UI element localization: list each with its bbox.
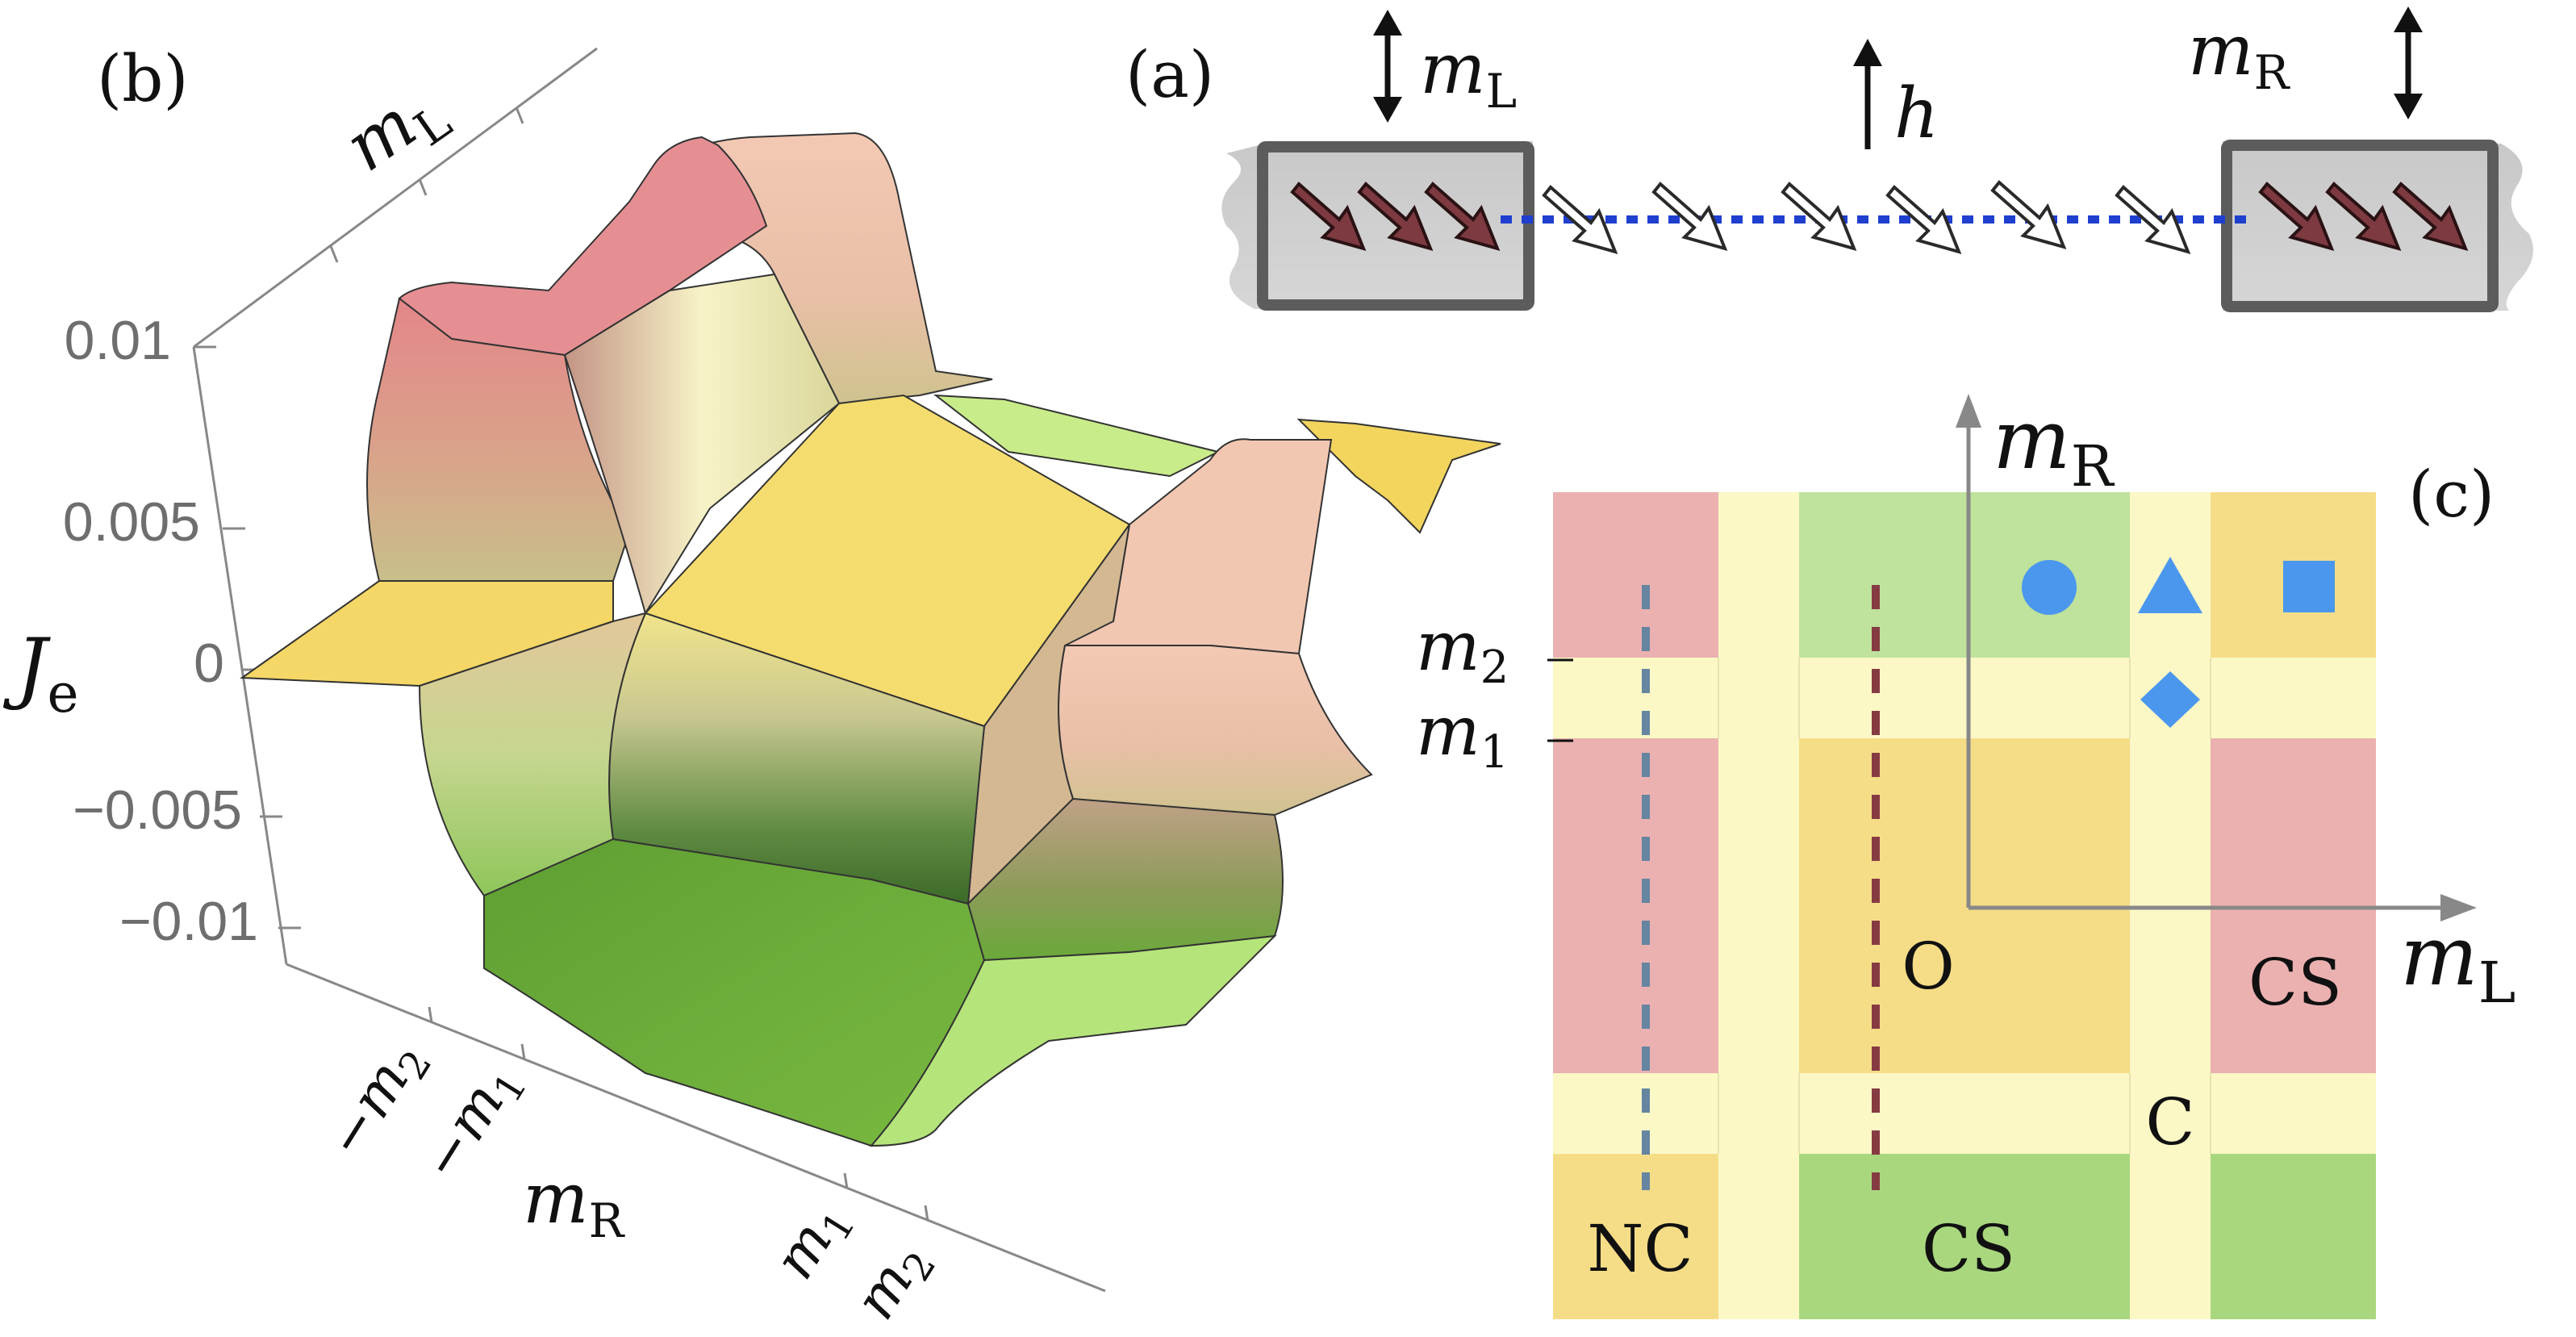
cell-r5c5: [2211, 1154, 2376, 1319]
region-label-C: C: [2145, 1084, 2194, 1159]
diamond-marker: [2140, 671, 2200, 728]
region-label-CS-bottom: CS: [1922, 1211, 2015, 1286]
cell-r5c4: [2130, 1154, 2211, 1319]
row-m-band-top: [1553, 658, 2376, 738]
cell-r1c2: [1718, 492, 1799, 658]
z-tick-1: 0.005: [63, 491, 200, 553]
mL-axis-arrowhead: [2440, 894, 2477, 921]
m1-label: m1: [1416, 691, 1509, 779]
triangle-marker: [2138, 557, 2202, 613]
mR-tick-marks: [428, 1006, 929, 1222]
cell-r1c3: [1799, 492, 2130, 658]
lead-spins-left: [1290, 182, 1501, 252]
surface-lightgreen-back: [933, 394, 1221, 478]
circle-marker: [2022, 560, 2077, 615]
row-m-band-bottom: [1553, 1073, 2376, 1154]
z-tick-0: 0.01: [65, 310, 171, 371]
mL-double-arrow: [1373, 10, 1402, 123]
z-tick-3: −0.005: [73, 779, 242, 841]
region-label-O: O: [1902, 929, 1955, 1004]
mR-axis-label-b: mR: [523, 1159, 626, 1248]
m2-label: m2: [1416, 607, 1509, 694]
grid-lines: [1718, 658, 2211, 1154]
h-arrow: [1853, 39, 1882, 149]
mR-double-arrow: [2394, 6, 2423, 119]
mR-tick-m2: m2: [841, 1229, 946, 1334]
square-marker: [2283, 561, 2335, 612]
mR-tick-m1: m1: [761, 1189, 865, 1293]
mL-tick-marks: [329, 107, 524, 263]
z-tick-2: 0: [194, 633, 224, 694]
panel-label-c: (c): [2408, 457, 2495, 532]
surface-yellow-tail: [1296, 418, 1501, 534]
lead-spins-right: [2258, 182, 2469, 252]
cell-r5c2: [1718, 1154, 1799, 1319]
h-label: h: [1894, 73, 1939, 154]
surface-peach-right-wall: [1058, 645, 1373, 817]
region-label-NC: NC: [1587, 1211, 1693, 1286]
surface-lightgreen-front: [869, 934, 1277, 1147]
mL-axis-label-c: mL: [2400, 909, 2515, 1016]
z-axis-label: Je: [2, 622, 79, 725]
panel-label-b: (b): [97, 41, 189, 116]
panel-b-plot: [192, 47, 1501, 1293]
left-lead-frame: [1257, 141, 1534, 311]
mL-axis-label-b: mL: [331, 65, 461, 194]
panel-label-a: (a): [1125, 37, 1214, 112]
cell-r5c3: [1799, 1154, 2130, 1319]
cell-r3c1: [1553, 738, 1718, 1073]
panel-a-chain: mL h mR: [1221, 6, 2533, 312]
z-tick-4: −0.01: [119, 891, 258, 952]
region-label-CS-right: CS: [2248, 945, 2342, 1020]
mR-label-a: mR: [2188, 10, 2291, 100]
chain-spins: [1542, 180, 2191, 255]
surface-red-top: [398, 136, 768, 357]
right-lead-frame: [2221, 140, 2499, 312]
mL-label-a: mL: [1420, 29, 1517, 119]
cell-r1c1: [1553, 492, 1718, 658]
panel-b-box: [192, 47, 1106, 1293]
cell-r5c1: [1553, 1154, 1718, 1319]
mR-axis-label-c: mR: [1993, 392, 2115, 499]
mR-axis-arrowhead: [1956, 394, 1981, 428]
surface-yellow-left: [240, 580, 614, 687]
cell-r3c2: [1718, 738, 1799, 1073]
